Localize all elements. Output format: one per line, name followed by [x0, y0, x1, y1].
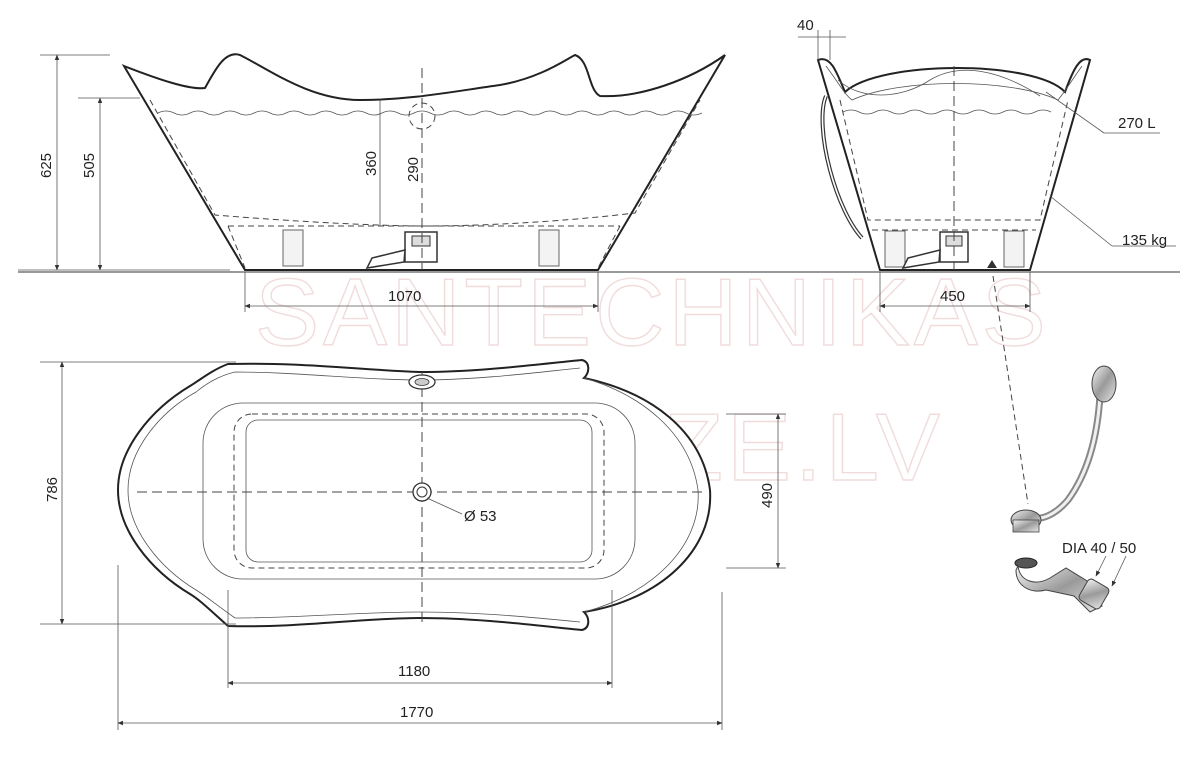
front-base-skirt: [227, 225, 621, 269]
top-view: [116, 358, 712, 632]
dim-inner-length: 1180: [398, 663, 430, 680]
front-tub-outline: [121, 53, 726, 271]
dim-drain-diameter: Ø 53: [464, 508, 497, 525]
watermark-line-1: SANTECHNIKAS: [255, 259, 1050, 366]
side-inner-outline: [839, 99, 1069, 221]
front-inner-outline: [149, 99, 701, 227]
front-leg-left: [282, 229, 304, 267]
dim-overall-length: 1770: [400, 704, 433, 721]
overflow-head: [1091, 365, 1117, 403]
dim-inner-depth: 360: [363, 151, 380, 176]
drain-overflow-set: DIA 40 / 50: [1010, 365, 1136, 613]
dim-overall-height: 625: [38, 153, 55, 178]
front-drain-trap: [365, 231, 438, 269]
dim-base-width: 450: [940, 288, 965, 305]
dim-overflow-height: 290: [405, 157, 422, 182]
dim-inner-width: 490: [759, 483, 776, 508]
side-pointer-arrow: [987, 260, 997, 268]
front-waterline: [157, 110, 703, 116]
side-leg-right: [1003, 230, 1025, 268]
spec-volume: 270 L: [1118, 115, 1156, 132]
dim-rim-width: 40: [797, 17, 814, 34]
side-waterline: [842, 109, 1052, 115]
trap-outlet: [1078, 578, 1110, 610]
front-leg-right: [538, 229, 560, 267]
spec-drain-dia: DIA 40 / 50: [1062, 540, 1136, 557]
dim-base-length: 1070: [388, 288, 421, 305]
top-drain: [412, 482, 432, 502]
top-basin-inner: [233, 413, 605, 569]
drain-detail-leader: [992, 275, 1029, 505]
top-dimensions: 786 490 Ø 53 1180 1770: [40, 361, 786, 730]
dim-water-height: 505: [81, 153, 98, 178]
dim-width: 786: [44, 477, 61, 502]
side-rim-inner: [825, 65, 1083, 101]
trap-ring: [1014, 557, 1038, 569]
spec-weight: 135 kg: [1122, 232, 1167, 249]
front-elevation: [121, 53, 726, 271]
top-basin-outer: [202, 402, 636, 580]
side-dimensions: 40 450 270 L 135 kg: [797, 17, 1176, 505]
side-leg-left: [884, 230, 906, 268]
front-dimensions: 625 505 360 290 1070: [18, 54, 599, 312]
side-elevation: [816, 58, 1092, 271]
